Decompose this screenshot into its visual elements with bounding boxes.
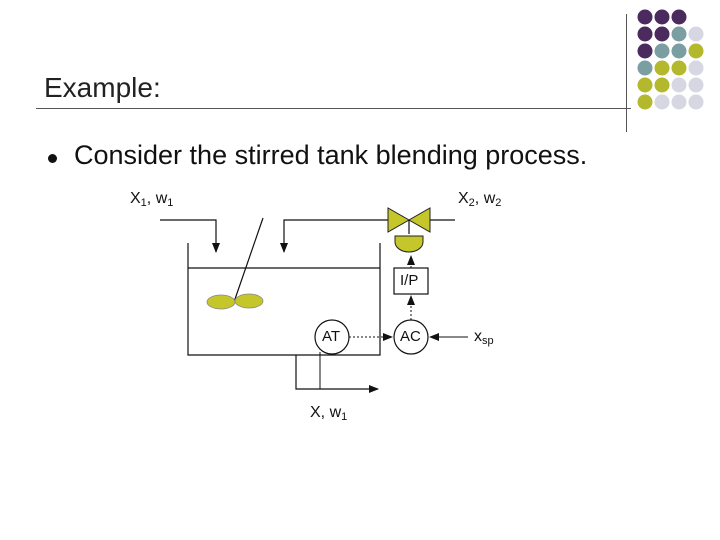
control-valve-right — [407, 207, 431, 233]
inlet-1-var: X — [130, 190, 141, 207]
slide-title: Example: — [44, 72, 161, 103]
setpoint-label: xsp — [474, 328, 494, 347]
setpoint-var: x — [474, 328, 482, 345]
outlet-label: X, w1 — [310, 404, 347, 423]
title-underline — [36, 108, 631, 109]
bullet-point-icon — [48, 154, 57, 163]
inlet-1-stream — [160, 219, 220, 253]
inlet-2-label: X2, w2 — [458, 190, 501, 209]
impeller-blade-left — [206, 294, 236, 310]
bullet-text: Consider the stirred tank blending proce… — [74, 140, 588, 170]
ip-label: I/P — [400, 272, 419, 289]
outlet-stream — [295, 355, 379, 393]
decorative-vertical-rule — [626, 14, 627, 132]
ip-transducer-box — [393, 267, 429, 295]
inlet-2-sub-x: 2 — [468, 197, 475, 209]
inlet-2-sep: , w — [474, 190, 496, 207]
valve-actuator — [394, 235, 424, 253]
inlet-1-sep: , w — [146, 190, 168, 207]
outlet-var: X, w — [310, 404, 342, 421]
inlet-1-sub-x: 1 — [140, 197, 147, 209]
setpoint-sub: sp — [482, 335, 494, 347]
agitator-shaft — [233, 217, 264, 303]
inlet-1-label: X1, w1 — [130, 190, 173, 209]
outlet-sub: 1 — [341, 411, 348, 423]
tank-outline — [187, 243, 381, 356]
inlet-2-var: X — [458, 190, 469, 207]
inlet-2-sub-w: 2 — [495, 197, 502, 209]
impeller-blade-right — [234, 293, 264, 309]
at-label: AT — [322, 328, 341, 345]
analyzer-controller-circle — [393, 319, 429, 355]
inlet-1-sub-w: 1 — [167, 197, 174, 209]
inlet-2-stream — [280, 219, 388, 253]
control-valve-left — [387, 207, 411, 233]
ac-label: AC — [400, 328, 421, 345]
